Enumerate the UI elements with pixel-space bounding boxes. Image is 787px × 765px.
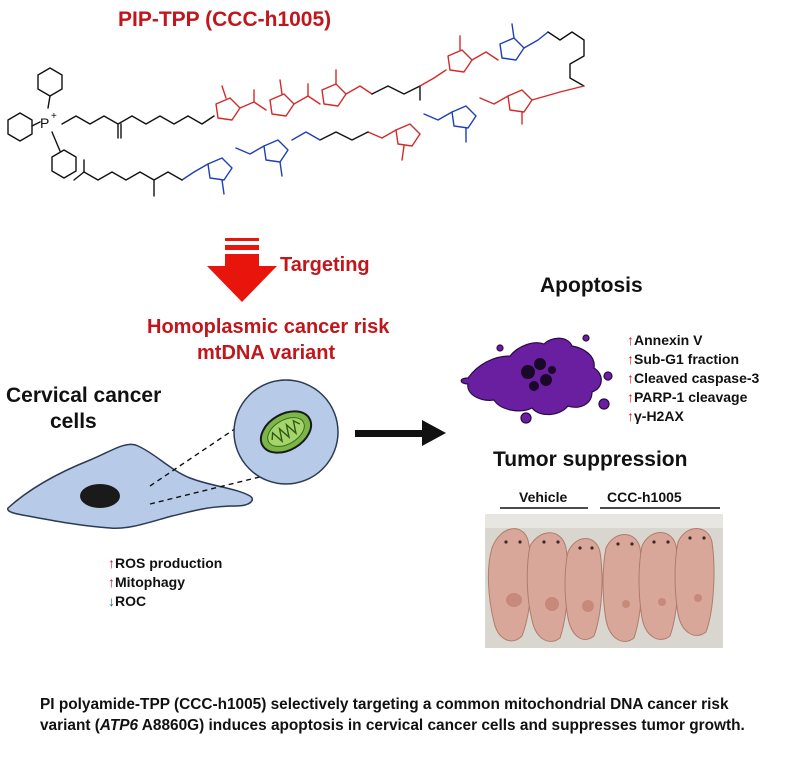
- list-item: ↑Annexin V: [627, 331, 759, 350]
- list-item: ↑ROS production: [108, 554, 222, 573]
- effect-label: ROS production: [115, 555, 223, 571]
- gene-name: ATP6: [99, 717, 139, 734]
- nucleus: [80, 484, 120, 508]
- targeting-label: Targeting: [280, 254, 370, 276]
- up-arrow-icon: ↑: [108, 574, 115, 590]
- fragmented-nucleus: [521, 358, 556, 391]
- up-arrow-icon: ↑: [627, 370, 634, 386]
- effect-label: Mitophagy: [115, 574, 185, 590]
- list-item: ↑γ-H2AX: [627, 407, 759, 426]
- apoptotic-cell: [460, 334, 613, 424]
- summary-caption: PI polyamide-TPP (CCC-h1005) selectively…: [40, 694, 760, 736]
- mitochondrion: [259, 410, 313, 454]
- cells-label-line1: Cervical cancer: [6, 384, 162, 407]
- list-item: ↑Cleaved caspase-3: [627, 369, 759, 388]
- variant-label-line2: mtDNA variant: [197, 342, 336, 364]
- treated-group-label: CCC-h1005: [607, 489, 682, 505]
- chemical-structure: P +: [7, 23, 585, 197]
- cells-label-line2: cells: [50, 410, 97, 433]
- marker-label: Sub-G1 fraction: [634, 351, 740, 367]
- result-arrow: [355, 420, 446, 446]
- triphenylphosphonium-group: [7, 67, 189, 179]
- compound-title: PIP-TPP (CCC-h1005): [118, 8, 332, 31]
- upper-polyamide-chain: [187, 23, 585, 125]
- targeting-arrow: [207, 238, 277, 302]
- phosphonium-label: P: [40, 115, 49, 131]
- apoptosis-title: Apoptosis: [540, 274, 643, 297]
- lower-polyamide-chain: [73, 85, 585, 197]
- marker-label: γ-H2AX: [634, 408, 684, 424]
- cervical-cancer-cell: [7, 379, 339, 530]
- phosphonium-charge: +: [51, 111, 57, 122]
- list-item: ↑PARP-1 cleavage: [627, 388, 759, 407]
- up-arrow-icon: ↑: [627, 332, 634, 348]
- marker-label: Cleaved caspase-3: [634, 370, 760, 386]
- marker-label: PARP-1 cleavage: [634, 389, 748, 405]
- apoptosis-marker-list: ↑Annexin V ↑Sub-G1 fraction ↑Cleaved cas…: [627, 331, 759, 426]
- marker-label: Annexin V: [634, 332, 703, 348]
- up-arrow-icon: ↑: [627, 408, 634, 424]
- tumor-suppression-title: Tumor suppression: [493, 448, 688, 471]
- list-item: ↑Mitophagy: [108, 573, 222, 592]
- variant-label-line1: Homoplasmic cancer risk: [147, 316, 390, 338]
- up-arrow-icon: ↑: [627, 351, 634, 367]
- list-item: ↓ROC: [108, 592, 222, 611]
- up-arrow-icon: ↑: [108, 555, 115, 571]
- up-arrow-icon: ↑: [627, 389, 634, 405]
- down-arrow-icon: ↓: [108, 593, 115, 609]
- tumor-mice-photo: [485, 514, 723, 648]
- list-item: ↑Sub-G1 fraction: [627, 350, 759, 369]
- summary-text-part1: PI polyamide-TPP (CCC-h1005) selectively…: [40, 696, 729, 734]
- vehicle-group-label: Vehicle: [519, 489, 568, 505]
- cell-effect-list: ↑ROS production ↑Mitophagy ↓ROC: [108, 554, 222, 611]
- effect-label: ROC: [115, 593, 147, 609]
- summary-text-part2: A8860G) induces apoptosis in cervical ca…: [138, 717, 745, 734]
